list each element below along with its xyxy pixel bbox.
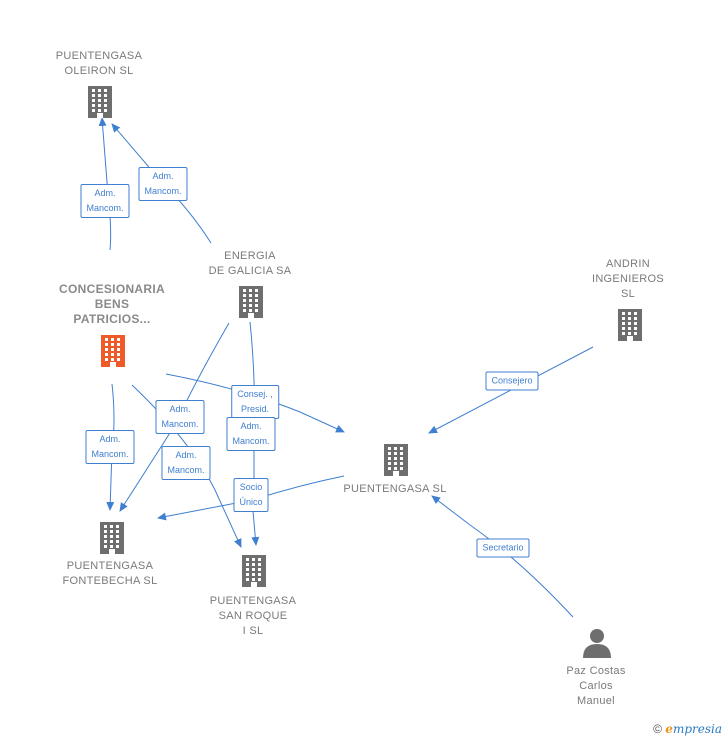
building-icon-puentengasa[interactable] <box>384 444 408 476</box>
edge-label-consej-presid: Consej. , Presid. <box>231 385 279 419</box>
edge-label-adm-mancom-5: Adm. Mancom. <box>226 417 276 451</box>
building-icon-oleiron[interactable] <box>88 86 112 118</box>
edge-label-adm-mancom-4: Adm. Mancom. <box>155 400 205 434</box>
edge-label-adm-mancom-1: Adm. Mancom. <box>80 184 130 218</box>
building-icon-energia[interactable] <box>239 286 263 318</box>
edge-label-adm-mancom-6: Adm. Mancom. <box>161 446 211 480</box>
copyright-symbol: © <box>653 722 662 736</box>
brand-logo-text: mpresia <box>672 722 722 736</box>
person-icon-paz[interactable] <box>583 629 611 658</box>
node-label-oleiron[interactable]: PUENTENGASA OLEIRON SL <box>55 50 143 77</box>
node-label-concesionaria[interactable]: CONCESIONARIA BENS PATRICIOS... <box>59 282 165 326</box>
edge-label-socio-unico: Socio Único <box>233 478 269 512</box>
brand-logo-letter: e <box>665 722 673 736</box>
node-label-puentengasa[interactable]: PUENTENGASA SL <box>343 483 447 495</box>
edge-line-e10 <box>431 495 574 618</box>
building-icon-concesionaria[interactable] <box>101 335 125 367</box>
node-label-energia[interactable]: ENERGIA DE GALICIA SA <box>208 250 292 277</box>
building-icon-fontebecha[interactable] <box>100 522 124 554</box>
icons-layer <box>88 86 642 658</box>
node-label-paz[interactable]: Paz Costas Carlos Manuel <box>566 665 626 707</box>
node-label-sanroque[interactable]: PUENTENGASA SAN ROQUE I SL <box>209 595 297 637</box>
building-icon-andrin[interactable] <box>618 309 642 341</box>
edge-line-e7 <box>131 384 242 548</box>
edge-label-adm-mancom-3: Adm. Mancom. <box>85 430 135 464</box>
node-label-andrin[interactable]: ANDRIN INGENIEROS SL <box>591 258 665 300</box>
node-label-fontebecha[interactable]: PUENTENGASA FONTEBECHA SL <box>62 560 158 587</box>
edge-label-secretario: Secretario <box>476 538 530 558</box>
footer-brand[interactable]: © empresia <box>653 722 722 736</box>
building-icon-sanroque[interactable] <box>242 555 266 587</box>
edge-label-consejero: Consejero <box>485 371 539 391</box>
edge-label-adm-mancom-2: Adm. Mancom. <box>138 167 188 201</box>
